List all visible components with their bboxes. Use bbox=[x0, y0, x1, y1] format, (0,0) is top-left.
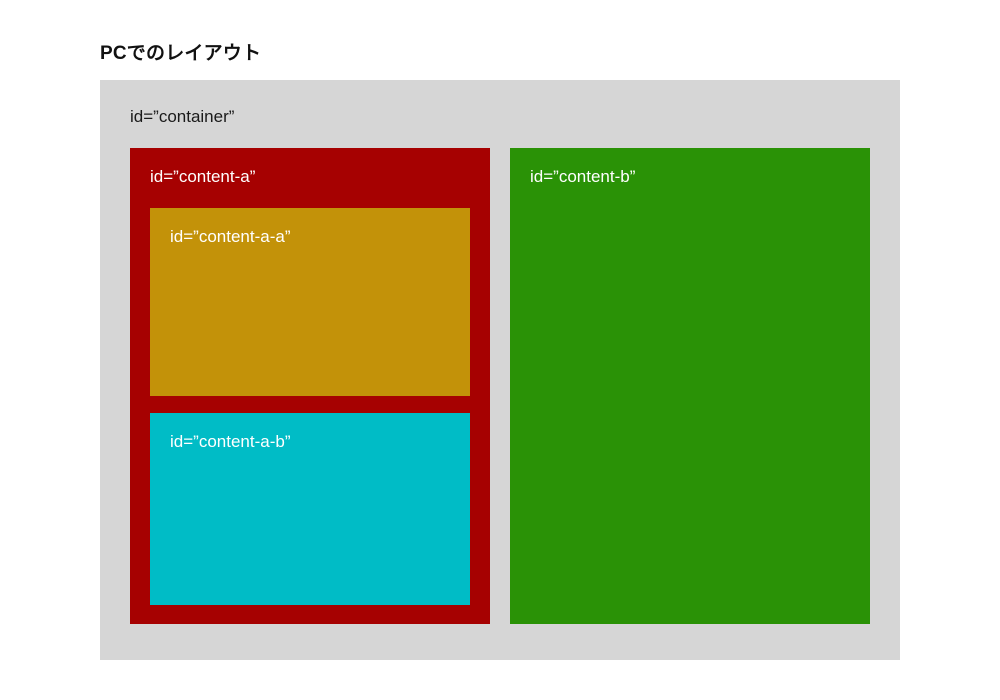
container-block-label: id=”container” bbox=[130, 107, 235, 126]
content-b-block-label: id=”content-b” bbox=[530, 167, 636, 186]
content-a-b-block: id=”content-a-b” bbox=[150, 413, 470, 605]
content-b-block: id=”content-b” bbox=[510, 148, 870, 624]
container-block: id=”container” id=”content-a” id=”conten… bbox=[100, 80, 900, 660]
content-a-block: id=”content-a” id=”content-a-a” id=”cont… bbox=[130, 148, 490, 624]
page-title: PCでのレイアウト bbox=[100, 43, 262, 64]
content-a-a-block: id=”content-a-a” bbox=[150, 208, 470, 396]
columns-row: id=”content-a” id=”content-a-a” id=”cont… bbox=[130, 148, 870, 624]
content-a-a-block-label: id=”content-a-a” bbox=[170, 227, 291, 246]
content-a-b-block-label: id=”content-a-b” bbox=[170, 432, 291, 451]
content-a-block-label: id=”content-a” bbox=[150, 167, 256, 186]
